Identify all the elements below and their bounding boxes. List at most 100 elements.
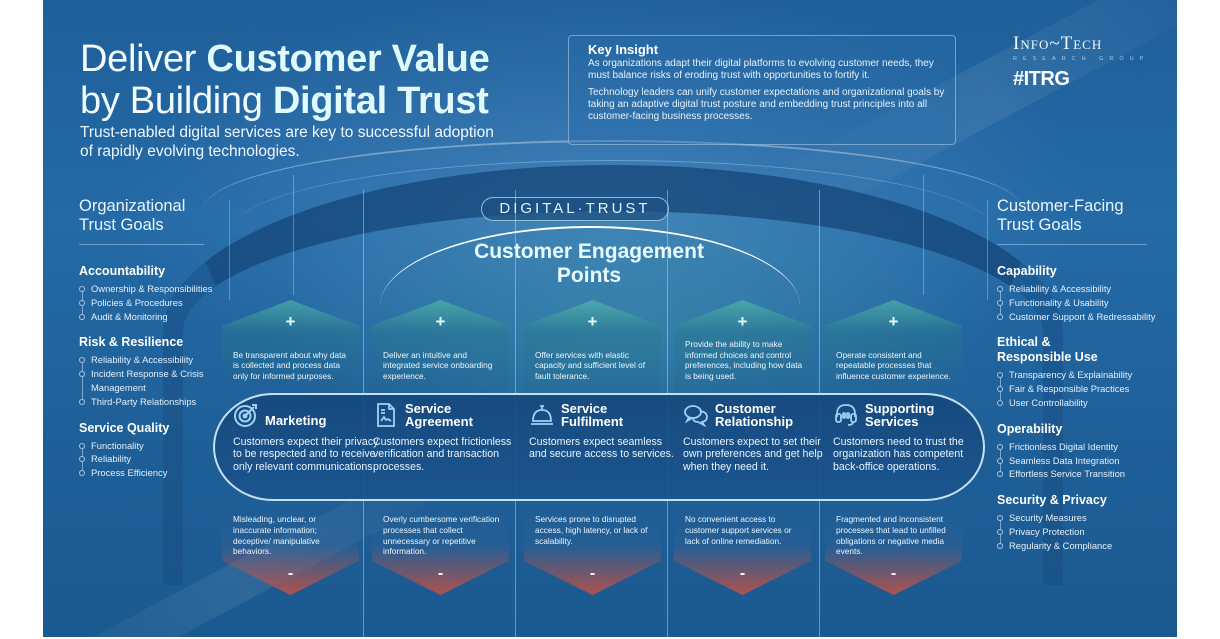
bridge-post <box>229 200 230 300</box>
goal-item: Regularity & Compliance <box>997 539 1172 553</box>
customer-facing-trust-goals: Customer-Facing Trust Goals Capability R… <box>997 197 1172 565</box>
plus-icon: + <box>737 312 748 331</box>
goal-group-operability: Operability Frictionless Digital Identit… <box>997 422 1172 481</box>
plus-icon: + <box>285 312 296 331</box>
goal-group-title: Risk & Resilience <box>79 335 184 350</box>
logo-name: Info~Tech <box>1013 33 1103 54</box>
minus-icon: - <box>589 565 596 582</box>
section-heading: Organizational Trust Goals <box>79 197 204 245</box>
title-highlight: Customer Value <box>206 38 490 80</box>
goal-group-service-quality: Service Quality Functionality Reliabilit… <box>79 421 254 480</box>
minus-icon: - <box>890 565 897 582</box>
plus-icon: + <box>435 312 446 331</box>
goal-item: Policies & Procedures <box>79 296 254 310</box>
goal-item: Security Measures <box>997 511 1172 525</box>
engagement-point-title: Customer Relationship <box>715 401 794 429</box>
engagement-point-title: Service Agreement <box>405 401 473 429</box>
engagement-point-supporting-services: Supporting Services Customers need to tr… <box>833 402 981 473</box>
opportunity-text: Deliver an intuitive and integrated serv… <box>383 349 493 382</box>
engagement-point-description: Customers expect to set their own prefer… <box>683 436 823 473</box>
risk-text: Overly cumbersome verification processes… <box>383 514 500 557</box>
engagement-points-band <box>213 393 985 501</box>
engagement-point-description: Customers expect their privacy to be res… <box>233 436 379 473</box>
risk-box: Overly cumbersome verification processes… <box>372 505 509 595</box>
goal-group-ethical-responsible-use: Ethical & Responsible Use Transparency &… <box>997 335 1172 409</box>
goal-group-accountability: Accountability Ownership & Responsibilit… <box>79 264 254 323</box>
digital-trust-badge: DIGITAL·TRUST <box>481 197 669 221</box>
arc-divider <box>380 226 800 306</box>
bullet-icon <box>79 286 85 292</box>
bullet-icon <box>997 471 1003 478</box>
bridge-rail-graphic <box>233 160 993 360</box>
goal-item: Reliability & Accessibility <box>997 282 1172 296</box>
risk-box: Fragmented and inconsistent processes th… <box>825 505 962 595</box>
risk-box: Services prone to disrupted access, high… <box>524 505 661 595</box>
opportunity-text: Provide the ability to make informed cho… <box>685 338 803 382</box>
bullet-icon <box>997 399 1003 406</box>
bullet-icon <box>997 372 1003 379</box>
document-icon <box>373 402 399 428</box>
bullet-icon <box>997 515 1003 522</box>
goal-item: Customer Support & Redressability <box>997 310 1172 324</box>
bridge-rail-graphic <box>203 140 1023 340</box>
bullet-icon <box>997 299 1003 306</box>
goal-item: Ownership & Responsibilities <box>79 282 254 296</box>
info-tech-logo: Info~Tech RESEARCH GROUP #ITRG <box>1013 33 1149 91</box>
logo-tagline: RESEARCH GROUP <box>1013 56 1150 62</box>
risk-text: Misleading, unclear, or inaccurate infor… <box>233 514 320 557</box>
risk-box: No convenient access to customer support… <box>674 505 811 595</box>
risk-text: Fragmented and inconsistent processes th… <box>836 514 946 557</box>
goal-item: Third-Party Relationships <box>79 395 254 409</box>
goal-item: Frictionless Digital Identity <box>997 440 1172 454</box>
risk-text: No convenient access to customer support… <box>685 514 792 546</box>
goal-group-risk-resilience: Risk & Resilience Reliability & Accessib… <box>79 335 254 408</box>
goal-item: Privacy Protection <box>997 525 1172 539</box>
title-highlight: Digital Trust <box>272 80 489 122</box>
opportunity-box: + Offer services with elastic capacity a… <box>524 300 661 392</box>
goal-group-capability: Capability Reliability & Accessibility F… <box>997 264 1172 323</box>
section-heading: Customer-Facing Trust Goals <box>997 197 1147 245</box>
opportunity-text: Operate consistent and repeatable proces… <box>836 349 951 382</box>
opportunity-box: + Deliver an intuitive and integrated se… <box>372 300 509 392</box>
risk-text: Services prone to disrupted access, high… <box>535 514 648 546</box>
engagement-point-description: Customers expect frictionless verificati… <box>373 436 512 473</box>
engagement-point-description: Customers need to trust the organization… <box>833 436 964 473</box>
goal-group-security-privacy: Security & Privacy Security Measures Pri… <box>997 493 1172 552</box>
goal-item: Audit & Monitoring <box>79 310 254 324</box>
goal-item: Effortless Service Transition <box>997 467 1172 481</box>
engagement-point-title: Supporting Services <box>865 401 935 429</box>
bullet-icon <box>997 443 1003 450</box>
key-insight-paragraph: Technology leaders can unify customer ex… <box>588 87 945 122</box>
minus-icon: - <box>739 565 746 582</box>
goal-item: Functionality & Usability <box>997 296 1172 310</box>
bullet-icon <box>997 313 1003 320</box>
goal-item: Transparency & Explainability <box>997 368 1172 382</box>
minus-icon: - <box>437 565 444 582</box>
engagement-point-service-fulfilment: Service Fulfilment Customers expect seam… <box>529 402 677 461</box>
goal-item: Reliability <box>79 452 254 466</box>
goal-item: User Controllability <box>997 396 1172 410</box>
opportunity-text: Be transparent about why data is collect… <box>233 349 347 382</box>
bullet-icon <box>997 386 1003 393</box>
bridge-post <box>293 175 294 295</box>
goal-item: Fair & Responsible Practices <box>997 382 1172 396</box>
engagement-point-description: Customers expect seamless and secure acc… <box>529 436 674 461</box>
plus-icon: + <box>888 312 899 331</box>
service-bell-icon <box>529 402 555 428</box>
bullet-icon <box>79 357 85 364</box>
bullet-icon <box>79 442 85 449</box>
engagement-point-title: Marketing <box>265 413 327 428</box>
bullet-icon <box>79 398 85 405</box>
key-insight-paragraph: As organizations adapt their digital pla… <box>588 58 934 81</box>
bridge-post <box>987 200 988 300</box>
bullet-icon <box>79 456 85 463</box>
key-insight-heading: Key Insight <box>588 42 659 57</box>
goal-item: Reliability & Accessibility <box>79 353 254 367</box>
headset-icon <box>833 402 859 428</box>
goal-group-title: Security & Privacy <box>997 493 1107 508</box>
goal-item: Process Efficiency <box>79 466 254 480</box>
bullet-icon <box>997 528 1003 535</box>
engagement-point-marketing: Marketing Customers expect their privacy… <box>233 402 381 473</box>
risk-box: Misleading, unclear, or inaccurate infor… <box>222 505 359 595</box>
opportunity-box: + Operate consistent and repeatable proc… <box>825 300 962 392</box>
